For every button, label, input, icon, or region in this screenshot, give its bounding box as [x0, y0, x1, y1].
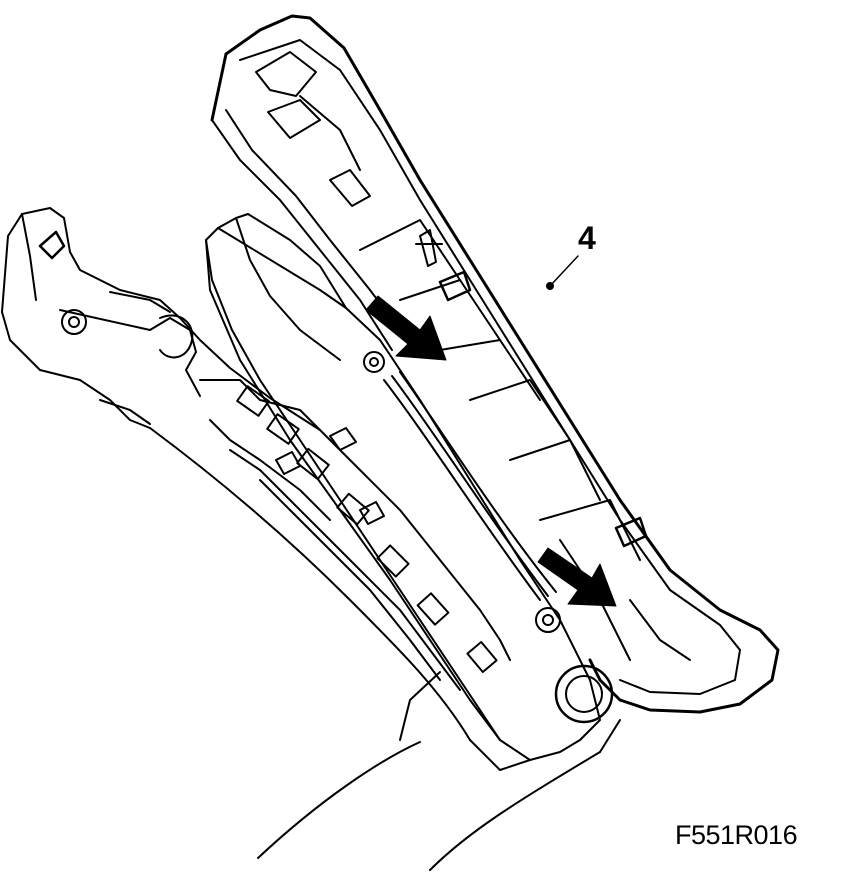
armrest-base-frame: [1, 207, 531, 771]
arrow-upper: [365, 295, 447, 361]
center-cover-plate: [205, 213, 614, 761]
callout-label-4: 4: [578, 220, 596, 256]
arrow-lower: [537, 547, 617, 607]
base-console: [257, 671, 621, 871]
armrest-cover-part-4: [210, 14, 780, 714]
figure-code: F551R016: [675, 820, 798, 850]
direction-arrows: [365, 295, 617, 607]
callout-4-leader: [546, 255, 579, 290]
